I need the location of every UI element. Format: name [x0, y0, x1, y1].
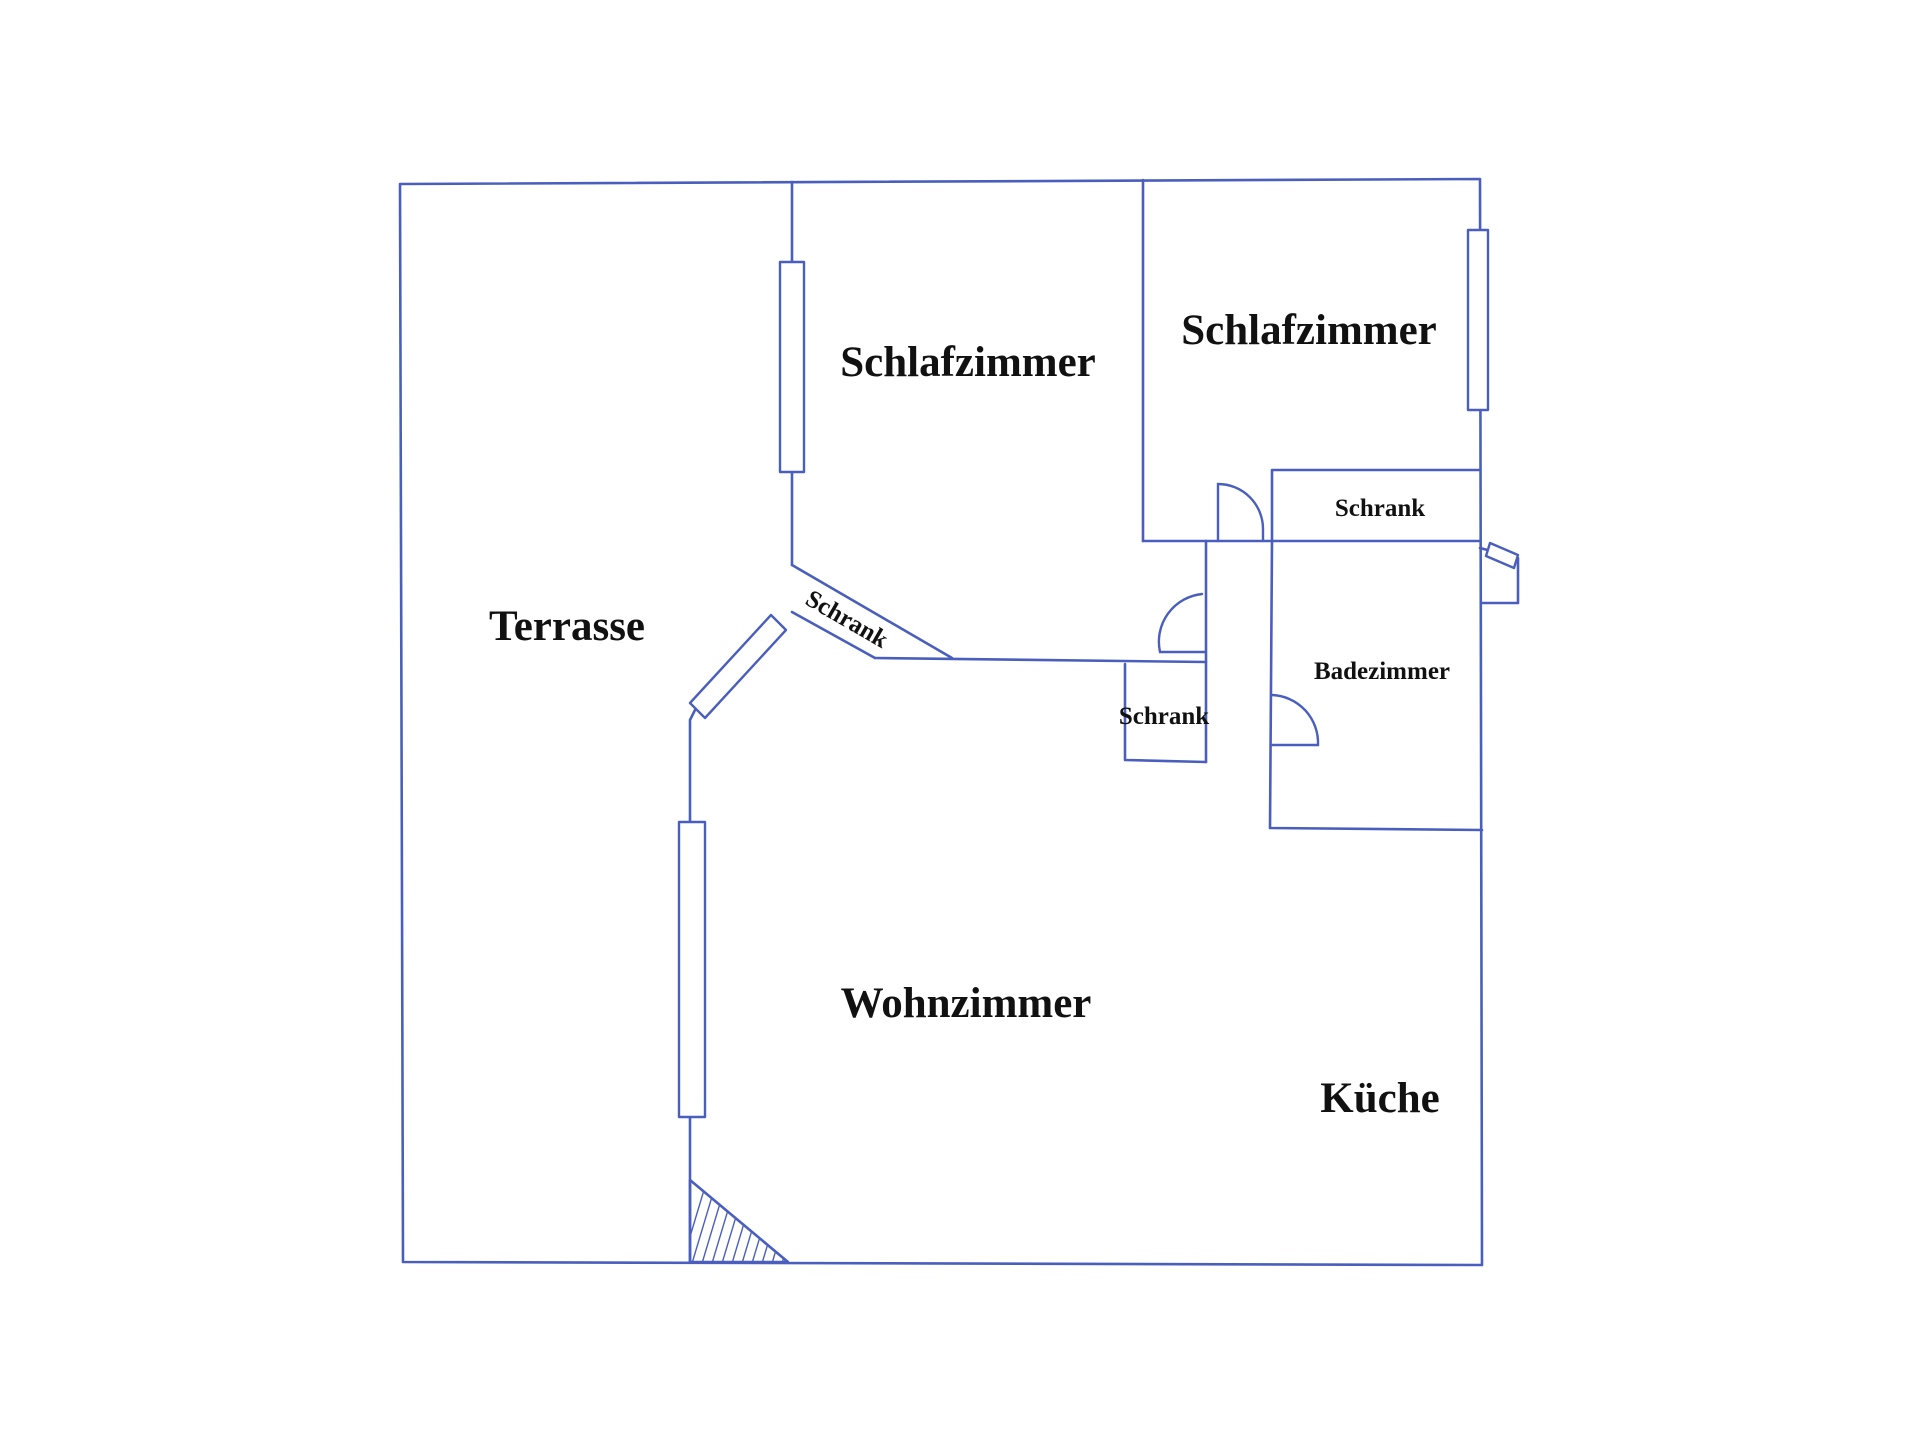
room-labels: Terrasse Schlafzimmer Schlafzimmer Wohnz… — [489, 307, 1450, 1122]
wall-closet-diagonal-front — [790, 610, 877, 660]
hatch-line — [779, 1180, 788, 1262]
door-bedroom2 — [1216, 482, 1265, 543]
hatch-line — [790, 1170, 820, 1270]
door-corridor — [1157, 592, 1208, 654]
wall-closet-top — [1270, 468, 1482, 543]
wall-closet-diagonal — [790, 563, 954, 660]
wall-closet-middle — [1123, 662, 1208, 764]
wall-bathroom — [1268, 539, 1484, 832]
doors — [1157, 482, 1320, 747]
closet-label-top: Schrank — [1335, 495, 1425, 522]
outer-wall — [398, 177, 1484, 1267]
door-bathroom — [1270, 693, 1320, 747]
window-bathroom — [1484, 541, 1520, 570]
room-label-bedroom-2: Schlafzimmer — [1181, 307, 1437, 354]
hatched-triangle — [688, 1178, 790, 1264]
window-bedroom2 — [1466, 228, 1490, 412]
room-label-kitchen: Küche — [1320, 1075, 1439, 1122]
hatch-line — [769, 1180, 788, 1262]
room-label-bathroom: Badezimmer — [1314, 658, 1450, 685]
room-label-living-room: Wohnzimmer — [841, 980, 1092, 1027]
hatched-area — [688, 1170, 820, 1270]
window-living-diagonal — [688, 613, 788, 720]
wall-bedroom1-south — [873, 656, 1208, 664]
window-bedroom1 — [778, 260, 806, 474]
window-living — [677, 820, 707, 1119]
windows — [677, 228, 1520, 1119]
closet-label-middle: Schrank — [1119, 703, 1209, 730]
room-label-terrace: Terrasse — [489, 603, 645, 650]
room-label-bedroom-1: Schlafzimmer — [840, 339, 1096, 386]
